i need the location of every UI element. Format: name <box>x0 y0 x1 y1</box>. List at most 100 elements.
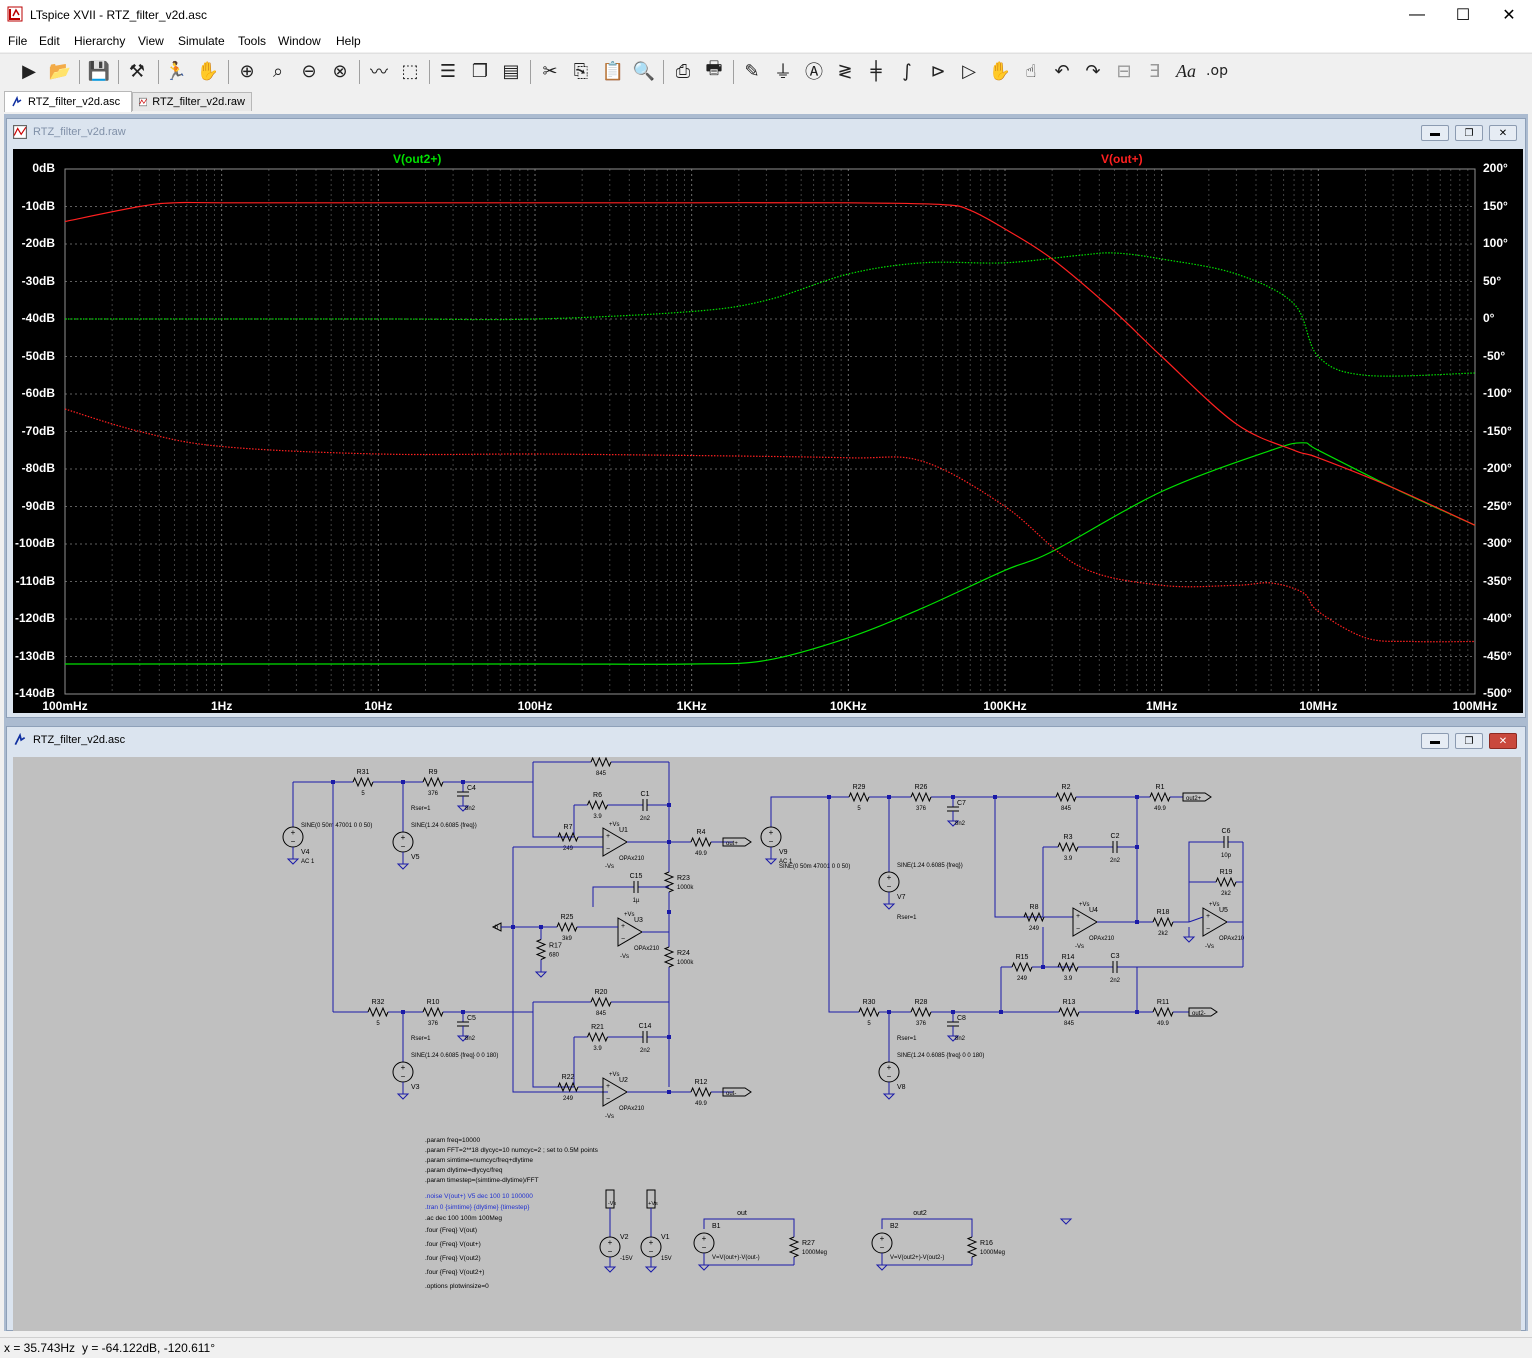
wire <box>703 1218 795 1229</box>
source-value: SINE(0 50m 47001 0 0 50) <box>301 823 372 829</box>
schematic-minimize-button[interactable]: ▬ <box>1421 733 1449 749</box>
menu-view[interactable]: View <box>138 34 164 48</box>
legend-vout2p[interactable]: V(out2+) <box>393 152 442 166</box>
menu-edit[interactable]: Edit <box>39 34 60 48</box>
close-button[interactable]: ✕ <box>1502 7 1516 24</box>
opamp-input-minus: − <box>1076 926 1080 933</box>
component-ref: R8 <box>1030 904 1039 911</box>
window-title: LTspice XVII - RTZ_filter_v2d.asc <box>30 8 207 22</box>
component-ref: B2 <box>890 1223 899 1230</box>
move-icon[interactable]: ✋ <box>988 60 1012 82</box>
tile-vertical-icon[interactable]: ▤ <box>502 60 520 82</box>
print-setup-icon[interactable]: 🖶 <box>705 58 723 79</box>
capacitor-icon[interactable]: ╪ <box>870 60 882 82</box>
component-value: OPAx210 <box>634 946 660 952</box>
component-ref: C14 <box>639 1023 652 1030</box>
spice-directive-icon[interactable]: .op <box>1206 63 1228 79</box>
net-label-vs: -Vs <box>608 1201 617 1207</box>
menu-file[interactable]: File <box>8 34 28 48</box>
tab-schematic[interactable]: RTZ_filter_v2d.asc <box>4 91 132 112</box>
legend-voutp[interactable]: V(out+) <box>1101 152 1143 166</box>
waveform-icon[interactable]: 〰 <box>370 62 388 83</box>
ground-icon[interactable]: ⏚ <box>774 62 792 83</box>
source-polarity: + <box>880 1234 885 1243</box>
mirror-icon[interactable]: Ǝ <box>1149 60 1161 82</box>
label-icon[interactable]: Ⓐ <box>805 62 823 83</box>
net-label: b <box>495 925 499 931</box>
run-icon[interactable]: ▶ <box>22 60 36 82</box>
rotate-icon[interactable]: ⊟ <box>1116 60 1132 82</box>
plot-area[interactable]: V(out2+) V(out+) 0dB-10dB-20dB-30dB-40dB… <box>13 149 1523 713</box>
component-icon[interactable]: ▷ <box>962 60 976 82</box>
running-man-icon[interactable]: 🏃 <box>164 60 188 82</box>
autorange-icon[interactable]: ⬚ <box>401 60 419 82</box>
zoom-out-icon[interactable]: ⌕ <box>272 60 284 82</box>
zoom-fit-icon[interactable]: ⊖ <box>301 60 317 82</box>
component-ref: V4 <box>301 849 310 856</box>
find-icon[interactable]: 🔍 <box>632 60 656 82</box>
component-value: 5 <box>376 1021 380 1027</box>
menu-window[interactable]: Window <box>278 34 321 48</box>
series-magnitude-voutp <box>64 201 1476 526</box>
redo-icon[interactable]: ↷ <box>1085 60 1101 82</box>
component-value: 249 <box>563 1096 574 1102</box>
resistor-R13 <box>1058 1006 1080 1018</box>
opamp-U1 <box>602 827 628 857</box>
ground-icon <box>396 863 410 870</box>
schematic-close-button[interactable]: ✕ <box>1489 733 1517 749</box>
menu-hierarchy[interactable]: Hierarchy <box>74 34 126 48</box>
waveform-minimize-button[interactable]: ▬ <box>1421 125 1449 141</box>
source-polarity: − <box>880 1243 885 1252</box>
component-value: 5 <box>867 1021 871 1027</box>
minimize-button[interactable]: — <box>1409 6 1425 23</box>
component-ref: U4 <box>1089 907 1098 914</box>
component-value: 845 <box>1061 806 1072 812</box>
component-value: 5 <box>361 791 365 797</box>
schematic-window-titlebar[interactable]: RTZ_filter_v2d.asc ▬ ❐ ✕ <box>7 727 1525 753</box>
print-icon[interactable]: ⎙ <box>675 60 691 82</box>
inductor-icon[interactable]: ∫ <box>902 60 912 82</box>
component-ref: R14 <box>1062 954 1075 961</box>
copy-icon[interactable]: ⎘ <box>573 60 589 82</box>
pencil-icon[interactable]: ✎ <box>744 60 760 82</box>
zoom-cancel-icon[interactable]: ⊗ <box>332 60 348 82</box>
cut-icon[interactable]: ✂ <box>542 60 558 82</box>
open-icon[interactable]: 📂 <box>48 60 72 82</box>
diode-icon[interactable]: ⊳ <box>930 60 946 82</box>
menu-tools[interactable]: Tools <box>238 34 267 48</box>
drag-icon[interactable]: ☝ <box>1025 60 1037 82</box>
maximize-button[interactable]: ☐ <box>1455 7 1471 24</box>
hammer-icon[interactable]: ⚒ <box>128 60 146 82</box>
hand-icon[interactable]: ✋ <box>196 60 220 82</box>
zoom-in-icon[interactable]: ⊕ <box>239 60 255 82</box>
waveform-close-button[interactable]: ✕ <box>1489 125 1517 141</box>
schematic-restore-button[interactable]: ❐ <box>1455 733 1483 749</box>
source-polarity: − <box>608 1247 613 1256</box>
component-value: V=V(out2+)-V(out2-) <box>890 1255 944 1261</box>
plot-svg <box>64 168 1476 695</box>
component-ref: R1 <box>1156 784 1165 791</box>
y-right-tick-label: -100° <box>1483 386 1512 400</box>
schematic-window-title: RTZ_filter_v2d.asc <box>33 734 126 746</box>
resistor-R19 <box>1215 876 1237 888</box>
paste-icon[interactable]: 📋 <box>601 60 625 82</box>
ground-icon <box>1059 1218 1073 1225</box>
net-label-vs: -Vs <box>620 954 629 960</box>
tab-waveform[interactable]: RTZ_filter_v2d.raw <box>132 92 252 111</box>
waveform-restore-button[interactable]: ❐ <box>1455 125 1483 141</box>
net-label-vs: +Vs <box>609 822 620 828</box>
component-value: 49.9 <box>695 851 707 857</box>
undo-icon[interactable]: ↶ <box>1054 60 1070 82</box>
tile-horizontal-icon[interactable]: ☰ <box>439 60 457 82</box>
cascade-icon[interactable]: ❐ <box>471 60 489 82</box>
component-ref: R10 <box>427 999 440 1006</box>
component-value: 2n2 <box>1110 858 1121 864</box>
resistor-icon[interactable]: ≷ <box>837 60 853 82</box>
save-icon[interactable]: 💾 <box>87 60 111 82</box>
waveform-window-titlebar[interactable]: RTZ_filter_v2d.raw ▬ ❐ ✕ <box>7 119 1525 145</box>
menu-simulate[interactable]: Simulate <box>178 34 225 48</box>
resistor-R32 <box>367 1006 389 1018</box>
menu-help[interactable]: Help <box>336 34 361 48</box>
text-icon[interactable]: Aa <box>1176 60 1196 81</box>
